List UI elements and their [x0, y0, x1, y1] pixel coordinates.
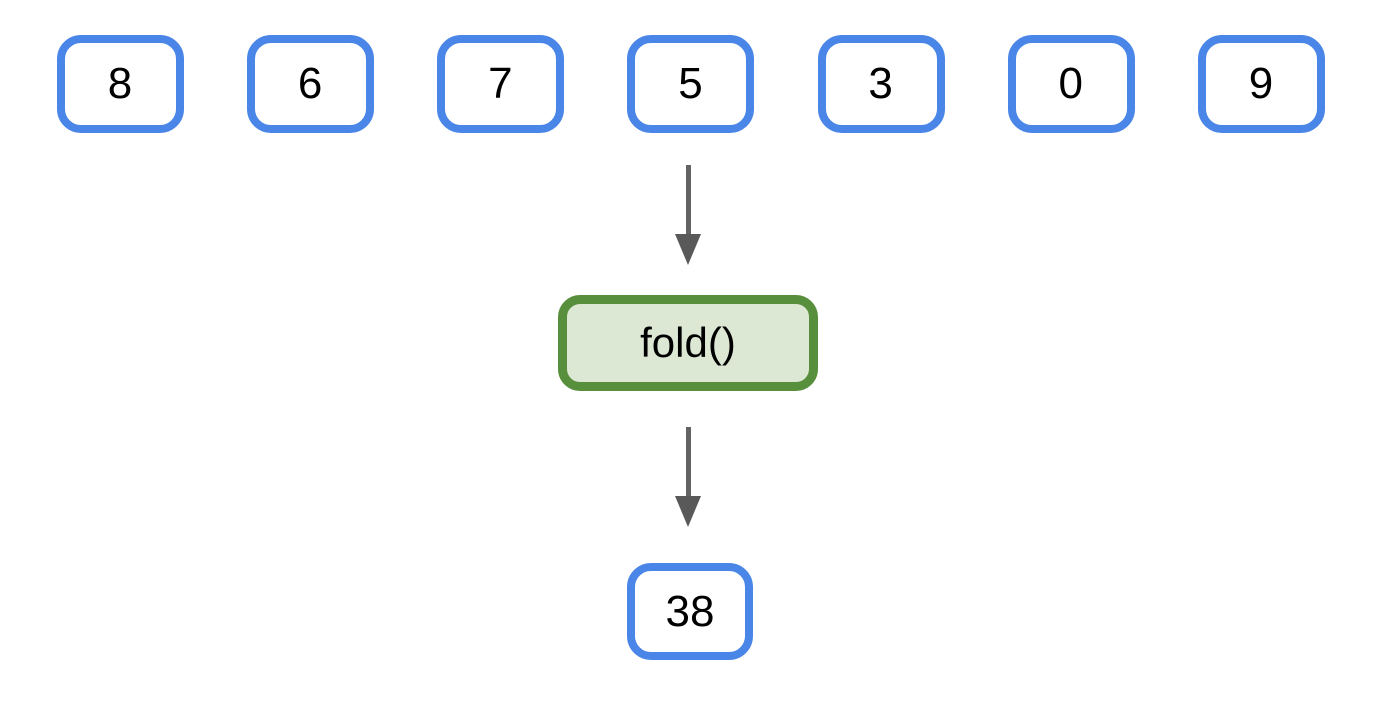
input-value-box-2: 6 — [247, 35, 375, 133]
input-value-label: 9 — [1248, 59, 1275, 108]
input-value-label: 8 — [107, 59, 134, 108]
input-value-box-6: 0 — [1007, 35, 1135, 133]
input-value-box-3: 7 — [437, 35, 565, 133]
arrow-head — [675, 234, 701, 265]
arrow-down-icon — [675, 427, 701, 527]
result-value-label: 38 — [665, 586, 715, 636]
input-value-label: 7 — [488, 59, 514, 108]
arrow-down-icon — [675, 165, 701, 265]
input-value-box-4: 5 — [627, 35, 755, 133]
input-value-label: 3 — [868, 59, 894, 108]
fold-operation-box: fold() — [558, 295, 818, 391]
input-value-label: 5 — [678, 59, 704, 108]
input-value-label: 0 — [1058, 59, 1085, 108]
result-value-box: 38 — [627, 563, 753, 660]
arrow-shaft — [685, 165, 691, 234]
input-value-box-5: 3 — [817, 35, 945, 133]
input-values-row: 8 6 7 5 3 0 9 — [57, 35, 1325, 133]
arrow-shaft — [685, 427, 691, 496]
input-value-box-7: 9 — [1197, 35, 1325, 133]
arrow-head — [675, 496, 701, 527]
input-value-label: 6 — [297, 59, 324, 108]
fold-operation-label: fold() — [640, 319, 736, 366]
input-value-box-1: 8 — [57, 35, 184, 133]
